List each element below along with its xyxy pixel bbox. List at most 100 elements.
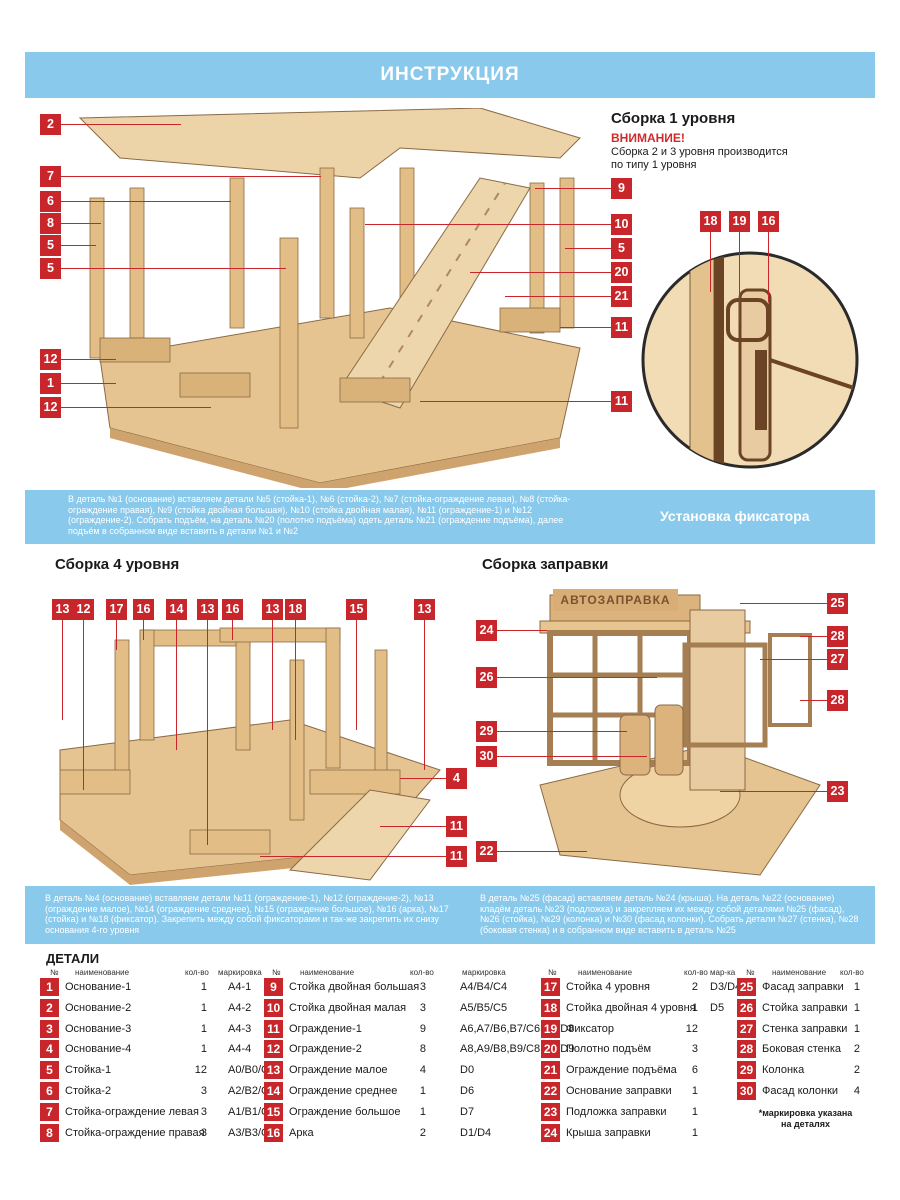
callout-12b: 12	[40, 397, 61, 418]
part-number: 13	[264, 1061, 283, 1080]
part-name: Стойка-ограждение правая	[65, 1126, 205, 1139]
part-marking: D0	[460, 1064, 475, 1077]
callout-5: 5	[40, 235, 61, 256]
part-number: 14	[264, 1082, 283, 1100]
part-quantity: 1	[691, 1105, 698, 1118]
part-marking: А3/В3/С3	[228, 1126, 276, 1139]
part-number: 2	[40, 998, 59, 1017]
part-number: 11	[264, 1019, 283, 1038]
callout-l4-13: 13	[52, 599, 73, 620]
part-quantity: 1	[691, 1001, 698, 1014]
part-name: Стойка-2	[65, 1085, 112, 1097]
part-name: Подложка заправки	[566, 1105, 667, 1118]
callout-s-26: 26	[476, 667, 497, 688]
part-name: Фасад заправки	[762, 981, 844, 993]
part-name: Основание-1	[65, 981, 132, 993]
part-quantity: 2	[853, 1043, 860, 1056]
callout-l4-16b: 16	[222, 599, 243, 620]
part-marking: А2/В2/С2	[228, 1085, 276, 1097]
part-quantity: 1	[200, 1043, 207, 1056]
level4-description: В деталь №4 (основание) вставляем детали…	[45, 893, 449, 935]
header-mark-1: маркировка	[218, 968, 262, 977]
fixator-title: Установка фиксатора	[660, 508, 810, 524]
part-name: Фасад колонки	[762, 1085, 839, 1097]
part-name: Ограждение среднее	[289, 1085, 398, 1097]
part-number: 29	[737, 1061, 756, 1080]
callout-2: 2	[40, 114, 61, 135]
level1-note-line1: Сборка 2 и 3 уровня производится	[611, 146, 788, 158]
callout-l4-16: 16	[133, 599, 154, 620]
station-description: В деталь №25 (фасад) вставляем деталь №2…	[480, 893, 859, 935]
header-name-1: наименование	[75, 968, 130, 977]
level1-description-band	[25, 490, 875, 544]
callout-19: 19	[729, 211, 750, 232]
part-number: 9	[264, 978, 283, 996]
part-number: 12	[264, 1040, 283, 1059]
header-num-2: №	[272, 968, 281, 977]
part-quantity: 1	[853, 1001, 860, 1014]
part-marking: D6	[460, 1085, 475, 1097]
part-number: 15	[264, 1102, 283, 1121]
footnote-line1: *маркировка указана	[758, 1108, 853, 1118]
part-name: Основание-3	[65, 1022, 132, 1035]
part-marking: А4-3	[228, 1022, 252, 1035]
part-quantity: 12	[194, 1064, 207, 1077]
part-number: 10	[264, 998, 283, 1017]
callout-s-22: 22	[476, 841, 497, 862]
part-quantity: 8	[419, 1043, 426, 1056]
part-marking: D7	[460, 1105, 475, 1118]
part-number: 24	[541, 1123, 560, 1142]
part-number: 7	[40, 1102, 59, 1121]
part-quantity: 4	[419, 1064, 426, 1077]
station-sign: АВТОЗАПРАВКА	[553, 589, 678, 611]
callout-l4-18: 18	[285, 599, 306, 620]
part-quantity: 3	[200, 1085, 207, 1097]
level1-note-line2: по типу 1 уровня	[611, 159, 697, 171]
part-marking: А4-4	[228, 1043, 252, 1056]
part-marking: А4/В4/С4	[460, 981, 508, 993]
part-name: Стойка-1	[65, 1064, 112, 1077]
header-name-4: наименование	[772, 968, 827, 977]
part-number: 3	[40, 1019, 59, 1038]
part-name: Колонка	[762, 1064, 805, 1077]
header-qty-4: кол-во	[840, 968, 864, 977]
part-name: Стойка 4 уровня	[566, 981, 651, 993]
part-quantity: 3	[419, 1001, 426, 1014]
part-quantity: 12	[685, 1022, 698, 1035]
part-quantity: 1	[419, 1085, 426, 1097]
part-quantity: 4	[853, 1085, 860, 1097]
level1-description: В деталь №1 (основание) вставляем детали…	[68, 494, 571, 536]
callout-l4-17: 17	[106, 599, 127, 620]
part-marking: А4-2	[228, 1001, 252, 1014]
callout-12: 12	[40, 349, 61, 370]
callout-s-29: 29	[476, 721, 497, 742]
part-number: 25	[737, 978, 756, 996]
part-number: 18	[541, 998, 560, 1017]
details-title: ДЕТАЛИ	[46, 951, 100, 966]
part-quantity: 1	[200, 1022, 207, 1035]
assembly-description-band	[25, 886, 875, 944]
part-quantity: 3	[200, 1105, 207, 1118]
callout-l4-4: 4	[446, 768, 467, 789]
part-quantity: 3	[200, 1126, 207, 1139]
part-quantity: 1	[853, 981, 860, 993]
level1-title: Сборка 1 уровня	[611, 110, 736, 127]
part-quantity: 2	[691, 981, 698, 993]
callout-6: 6	[40, 191, 61, 212]
part-marking: D5	[710, 1001, 725, 1014]
part-name: Ограждение малое	[289, 1064, 388, 1077]
part-number: 4	[40, 1040, 59, 1059]
part-number: 21	[541, 1061, 560, 1080]
part-name: Стойка-ограждение левая	[65, 1105, 199, 1118]
callout-s-28b: 28	[827, 690, 848, 711]
part-quantity: 1	[200, 981, 207, 993]
callout-s-23: 23	[827, 781, 848, 802]
part-name: Ограждение-2	[289, 1043, 362, 1056]
header-name-3: наименование	[578, 968, 633, 977]
callout-l4-15: 15	[346, 599, 367, 620]
callout-l4-13c: 13	[262, 599, 283, 620]
part-number: 27	[737, 1019, 756, 1038]
part-name: Боковая стенка	[762, 1043, 842, 1056]
callout-11: 11	[611, 317, 632, 338]
callout-5b: 5	[40, 258, 61, 279]
